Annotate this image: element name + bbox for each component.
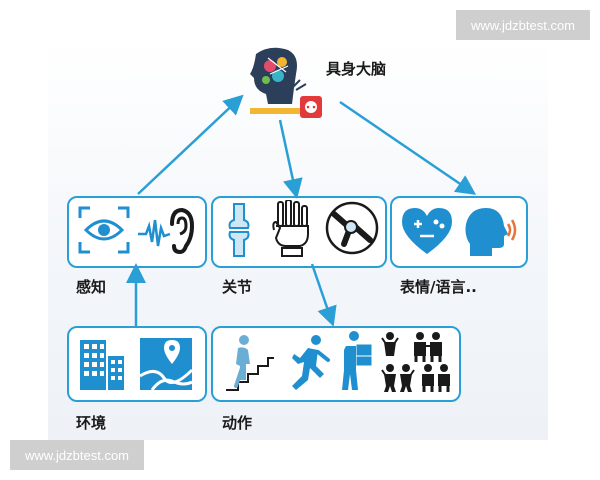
watermark-bottom: www.jdzbtest.com xyxy=(10,440,144,470)
emoji-heart-icon xyxy=(402,208,452,254)
group-gesture-icon xyxy=(381,332,450,392)
map-pin-icon xyxy=(139,338,194,391)
carrying-box-icon xyxy=(342,331,373,390)
robot-brain-icon xyxy=(250,47,322,118)
climbing-stairs-icon xyxy=(226,335,274,391)
joint-label: 关节 xyxy=(222,278,253,296)
arrow-joint-to-action xyxy=(310,263,337,327)
watermark-top: www.jdzbtest.com xyxy=(456,10,590,40)
knee-joint-icon xyxy=(228,203,250,257)
action-box xyxy=(211,326,461,402)
arrow-brain-to-joint xyxy=(278,119,303,199)
brain-title: 具身大脑 xyxy=(326,60,387,78)
robot-hand-icon xyxy=(272,200,309,257)
action-label: 动作 xyxy=(222,414,253,432)
perception-label: 感知 xyxy=(76,278,107,296)
eye-scan-icon xyxy=(78,206,130,254)
joint-xray-icon xyxy=(325,201,379,255)
running-icon xyxy=(292,335,330,390)
arrow-brain-to-expression xyxy=(339,100,477,195)
environment-label: 环境 xyxy=(76,414,107,432)
arrow-perception-to-brain xyxy=(137,94,244,195)
expression-label: 表情/语言.. xyxy=(400,278,477,296)
ear-sound-icon xyxy=(138,207,195,255)
buildings-icon xyxy=(80,340,124,390)
speaking-head-icon xyxy=(465,208,517,256)
